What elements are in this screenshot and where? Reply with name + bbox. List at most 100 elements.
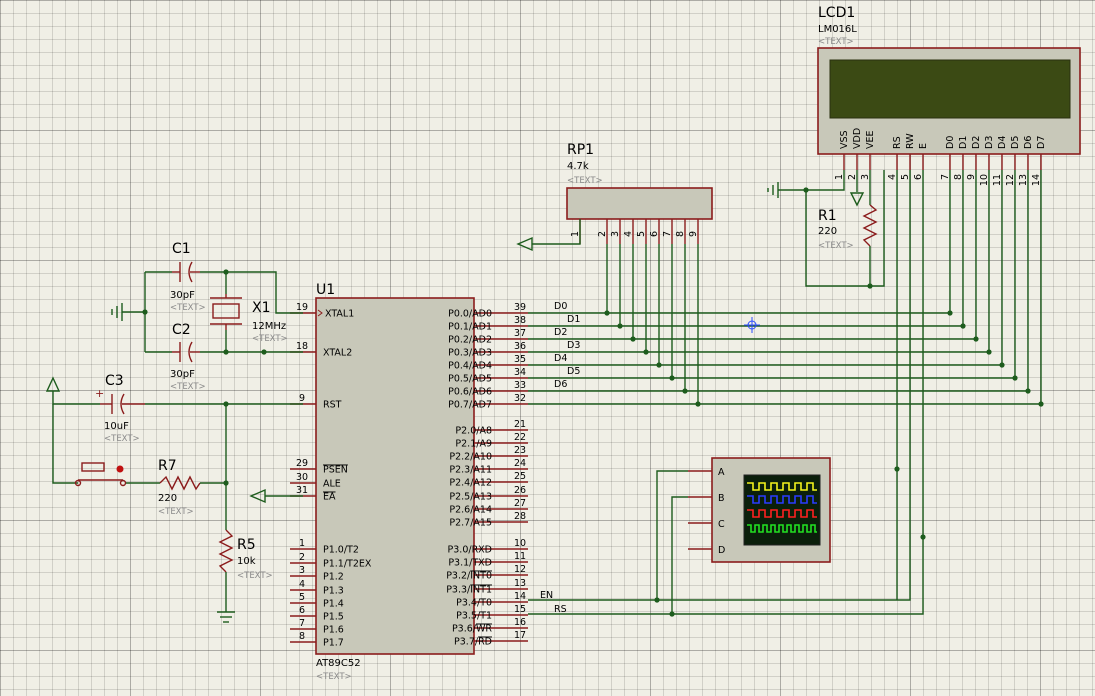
rp1-body[interactable] [566,187,713,220]
rp1-pin-number: 4 [623,231,634,237]
x1-text-placeholder: <TEXT> [252,334,288,344]
u1-pin-name: P2.1/A9 [455,439,492,450]
c3-polarity: + [95,387,104,400]
u1-pin-number: 16 [514,617,526,628]
u1-pin-name: P2.0/A8 [455,426,492,437]
u1-pin-number: 33 [514,380,526,391]
u1-right-pins: 39P0.0/AD038P0.1/AD137P0.2/AD236P0.3/AD3… [446,302,528,648]
oscilloscope[interactable]: A B C D [654,457,831,617]
scope-a-wire [656,470,688,600]
lcd1-pin-number: 13 [1018,174,1029,186]
lcd1-pin-name: VDD [852,128,863,149]
c3-value: 10uF [104,421,129,432]
rp1-ref: RP1 [567,142,594,158]
u1-pin-name: P2.4/A12 [449,478,492,489]
u1-pin-name: XTAL1 [325,309,354,320]
lcd1-pin-number: 12 [1005,174,1016,186]
u1-pin-name: P1.6 [323,625,344,636]
u1-pin-number: 22 [514,432,526,443]
u1[interactable]: U1 AT89C52 <TEXT> 19XTAL118XTAL29RST29PS… [290,282,528,682]
lcd1-pin-name: D2 [971,136,982,149]
u1-pin-name: ALE [323,479,341,490]
c1-plate [188,261,193,283]
u1-pin-name: P2.6/A14 [449,505,492,516]
u1-pin-number: 14 [514,591,526,602]
u1-pin-name: P3.7/RD [454,637,492,648]
u1-pin-name: P3.0/RXD [448,545,492,556]
scope-traces [747,482,817,533]
junction [947,310,953,316]
lcd1-screen [829,59,1071,119]
reset-section: + C3 10uF <TEXT> R7 220 <TEXT> R5 10k <T… [45,373,303,623]
lcd1-pin-name: D6 [1023,136,1034,149]
u1-pin-number: 37 [514,328,526,339]
rp1-pin-number: 6 [649,231,660,237]
scope-trace [747,495,817,504]
u1-pin-number: 8 [299,631,305,642]
u1-pin-name: P3.6/WR [452,624,492,635]
r7-ref: R7 [158,458,177,474]
lcd1-pin-name: D1 [958,136,969,149]
r5-value: 10k [237,556,256,567]
junction [1012,375,1018,381]
u1-pin-name: P0.3/AD3 [448,348,492,359]
button-contact [116,465,124,473]
rp1-text-placeholder: <TEXT> [567,176,603,186]
lcd1-pin-number: 5 [900,174,911,180]
junction [960,323,966,329]
c3-left-wire [52,391,100,405]
c3-plate [120,393,125,415]
u1-pin-name: P0.6/AD6 [448,387,492,398]
net-label-d3: D3 [567,340,580,351]
rs-wire [528,170,924,615]
u1-pin-name: P0.4/AD4 [448,361,492,372]
u1-pin-number: 6 [299,605,305,616]
junction [654,597,660,603]
power-arrow-icon [249,488,266,504]
rp1-pin-number: 5 [636,231,647,237]
scope-trace [747,524,817,533]
u1-pin-number: 13 [514,578,526,589]
u1-pin-name: P1.7 [323,638,344,649]
junction [223,349,229,355]
rp1-pin-number: 8 [675,231,686,237]
u1-pin-number: 12 [514,564,526,575]
net-label-d4: D4 [554,353,567,364]
button-cap[interactable] [81,462,105,472]
u1-pin-number: 23 [514,445,526,456]
lcd1-pin-name: D4 [997,136,1008,149]
u1-part: AT89C52 [316,658,361,669]
u1-pin-number: 5 [299,592,305,603]
u1-pin-name: P0.2/AD2 [448,335,492,346]
u1-pin-number: 27 [514,498,526,509]
lcd1-pin-number: 14 [1031,174,1042,186]
u1-pin-name: P3.3/INT1 [446,585,492,596]
junction [1038,401,1044,407]
scope-b-wire [671,496,688,614]
u1-body[interactable] [315,297,475,655]
rp1-pin-number: 1 [570,231,581,237]
rp1-pin-number: 9 [688,231,699,237]
net-label-d2: D2 [554,327,567,338]
u1-pin-number: 32 [514,393,526,404]
lcd1-pin-name: D7 [1036,136,1047,149]
rp1-value: 4.7k [567,161,589,172]
c2-text-placeholder: <TEXT> [170,382,206,392]
u1-pin-number: 11 [514,551,526,562]
lcd1[interactable]: LCD1 LM016L <TEXT> 1VSS2VDD3VEE4RS5RW6E7… [817,5,1081,186]
lcd1-pin-name: D0 [945,136,956,149]
scope-trace [747,482,817,491]
u1-pin-number: 29 [296,458,308,469]
lcd1-pin-number: 8 [953,174,964,180]
junction [604,310,610,316]
clock-pin-icon [317,309,323,317]
scope-trace [747,509,817,518]
r1-ground-wire [805,190,871,287]
junction [669,611,675,617]
lcd1-pin-name: VSS [839,130,850,149]
u1-pin-name: PSEN [323,465,348,476]
